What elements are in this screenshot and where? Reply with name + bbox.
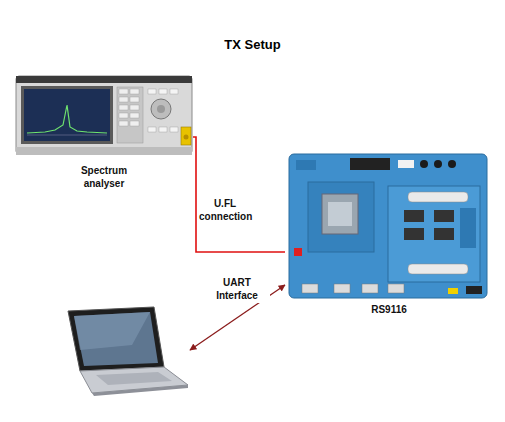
device-label: RS9116 bbox=[354, 304, 424, 317]
connector-label: UART Interface bbox=[204, 276, 270, 303]
device-label: Spectrum analyser bbox=[73, 165, 135, 190]
diagram-title: TX Setup bbox=[0, 37, 505, 52]
laptop-picture bbox=[62, 305, 190, 397]
spectrum-analyser-picture bbox=[15, 75, 193, 157]
connector-label: U.FL connection bbox=[197, 197, 253, 224]
device-box: Spectrum analyser bbox=[15, 75, 193, 190]
rs9116-board-picture bbox=[288, 152, 488, 302]
device-box: RS9116 bbox=[285, 150, 493, 317]
connector-line bbox=[193, 137, 285, 252]
device-box bbox=[62, 305, 190, 397]
